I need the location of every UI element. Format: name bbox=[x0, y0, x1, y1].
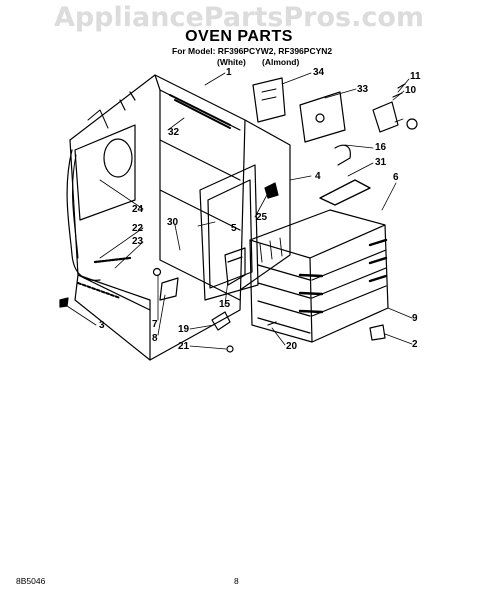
callout-1: 1 bbox=[226, 67, 232, 78]
callout-16: 16 bbox=[375, 142, 387, 153]
callout-9: 9 bbox=[412, 313, 418, 324]
upper-oven-components bbox=[252, 77, 418, 206]
oven-rack-basket bbox=[249, 209, 389, 343]
page-number: 8 bbox=[234, 576, 239, 586]
callout-20: 20 bbox=[286, 341, 298, 352]
callout-31: 31 bbox=[375, 157, 387, 168]
callout-4: 4 bbox=[315, 171, 321, 182]
diagram-code: 8B5046 bbox=[16, 576, 46, 586]
callout-23: 23 bbox=[132, 236, 144, 247]
callout-7: 7 bbox=[152, 319, 158, 330]
callout-22: 22 bbox=[132, 223, 144, 234]
fasteners bbox=[59, 267, 386, 353]
callout-15: 15 bbox=[219, 299, 231, 310]
callout-30: 30 bbox=[167, 217, 179, 228]
convection-fan-housing bbox=[74, 109, 136, 221]
callout-5: 5 bbox=[231, 223, 237, 234]
callout-3: 3 bbox=[99, 320, 105, 331]
callout-32: 32 bbox=[168, 127, 180, 138]
door-hinge-bracket bbox=[224, 247, 246, 286]
callout-19: 19 bbox=[178, 324, 190, 335]
callout-2: 2 bbox=[412, 339, 418, 350]
oven-chassis bbox=[69, 74, 291, 361]
callout-10: 10 bbox=[405, 85, 417, 96]
callout-11: 11 bbox=[410, 71, 421, 82]
callout-leaders bbox=[66, 72, 413, 350]
callout-33: 33 bbox=[357, 84, 369, 95]
model-numbers: For Model: RF396PCYW2, RF396PCYN2 bbox=[172, 46, 333, 56]
wire-harness bbox=[66, 149, 132, 299]
callout-6: 6 bbox=[393, 172, 399, 183]
callout-24: 24 bbox=[132, 204, 144, 215]
diagram-title: OVEN PARTS bbox=[185, 28, 293, 45]
variant-white: (White) bbox=[217, 57, 246, 67]
variant-almond: (Almond) bbox=[262, 57, 300, 67]
callout-25: 25 bbox=[256, 212, 268, 223]
callout-21: 21 bbox=[178, 341, 190, 352]
callout-8: 8 bbox=[152, 333, 158, 344]
callout-34: 34 bbox=[313, 67, 325, 78]
watermark: AppliancePartsPros.com bbox=[53, 2, 425, 33]
